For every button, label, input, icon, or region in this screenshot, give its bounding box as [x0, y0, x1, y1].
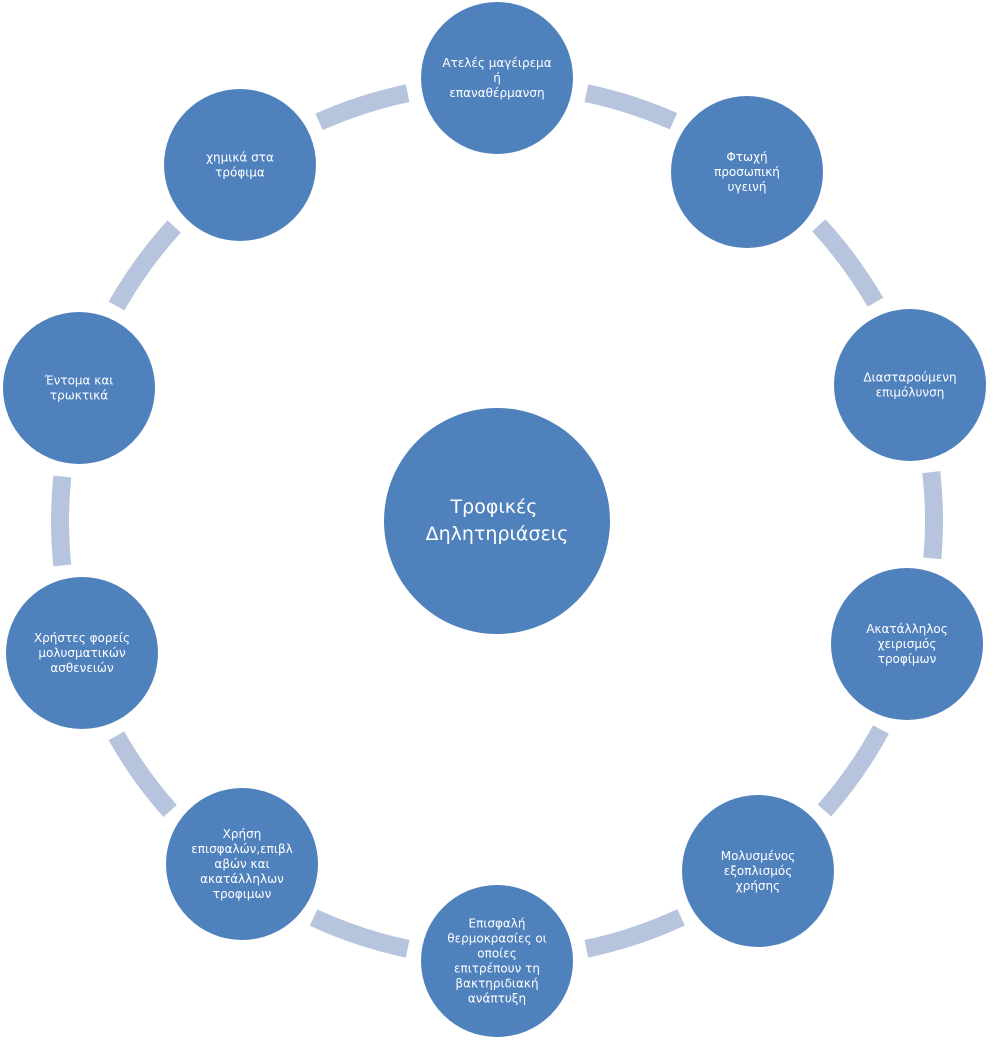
connector-segment	[309, 909, 410, 958]
node-label-line: επαναθέρμανση	[449, 86, 544, 100]
node-label-line: χημικά στα	[206, 151, 274, 165]
node-label-line: ή	[493, 71, 501, 85]
node-label-line: Ατελές μαγέιρεμα	[442, 56, 551, 70]
node-label-line: Φτωχή	[726, 150, 767, 164]
node-label-line: Επισφαλή	[468, 917, 525, 931]
connector-segment	[812, 219, 884, 307]
node-label-line: επισφαλών,επιβλ	[191, 842, 292, 856]
node-label-line: αβών και	[214, 857, 269, 871]
node-label-line: Έντομα και	[44, 374, 114, 388]
node-label-line: Ακατάλληλος	[866, 622, 948, 636]
node-label-line: ακατάλληλων	[200, 872, 284, 886]
center-node: Τροφικές Δηλητηριάσεις	[384, 408, 610, 634]
node-circle	[831, 568, 983, 720]
node-label-line: ασθενειών	[50, 661, 114, 675]
connector-segment	[51, 475, 72, 567]
node-label-line: επιτρέπουν τη	[454, 962, 540, 976]
node-circle	[421, 885, 573, 1037]
node-label-line: θερμοκρασίες οι	[447, 932, 546, 946]
node-label-line: εξοπλισμός	[724, 864, 793, 878]
center-label: Τροφικές Δηλητηριάσεις	[426, 496, 569, 545]
node-label-line: χρήσης	[736, 879, 780, 893]
node-circle	[671, 96, 823, 248]
node-label-line: τρωκτικά	[50, 389, 108, 403]
center-circle	[384, 408, 610, 634]
node-label-line: βακτηριδιακή	[455, 977, 538, 991]
connector-segment	[108, 731, 177, 817]
node-label-line: επιμόλυνση	[876, 386, 945, 400]
node-label-line: τροφίμων	[878, 652, 937, 666]
node-circle	[834, 309, 986, 461]
node-label-line: χειρισμός	[878, 637, 937, 651]
connector-segment	[108, 220, 181, 311]
center-label-line-1: Τροφικές	[450, 496, 538, 518]
node-label-line: Χρήση	[223, 827, 262, 841]
node-label-line: Μολυσμένος	[721, 849, 796, 863]
node-label-line: τρόφιμα	[215, 166, 265, 180]
node-circle	[3, 312, 155, 464]
node-circle	[682, 795, 834, 947]
node-label-line: τροφιμων	[213, 887, 272, 901]
node-circle	[166, 788, 318, 940]
node-label-line: οποίες	[477, 947, 517, 961]
node-circle	[164, 89, 316, 241]
node-label-line: μολυσματικών	[38, 646, 126, 660]
connector-segment	[584, 909, 685, 958]
connector-segment	[315, 84, 410, 131]
center-label-line-2: Δηλητηριάσεις	[426, 523, 569, 545]
node-label-line: προσωπική	[714, 165, 780, 179]
node-circle	[421, 2, 573, 154]
node-circle	[6, 577, 158, 729]
node-label-line: υγεινή	[728, 180, 767, 194]
connector-segment	[922, 471, 944, 560]
node-label-line: Χρήστες φορείς	[34, 631, 130, 645]
connector-segment	[584, 84, 678, 130]
node-label-line: ανάπτυξη	[468, 992, 526, 1006]
connector-ring	[51, 84, 944, 958]
connector-segment	[817, 725, 889, 817]
node-label-line: Διασταρούμενη	[863, 371, 956, 385]
